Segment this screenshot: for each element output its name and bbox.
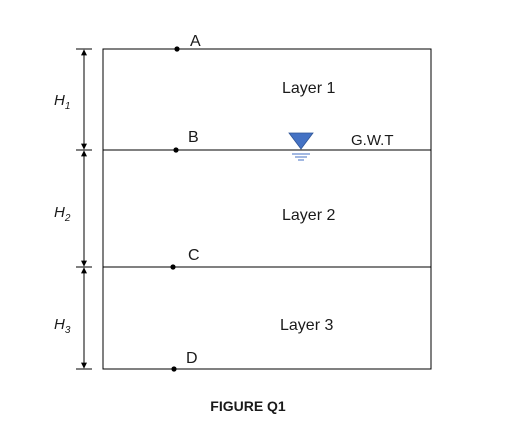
soil-column-box bbox=[102, 48, 432, 370]
point-a-label: A bbox=[190, 33, 201, 50]
water-table-marker-icon bbox=[288, 132, 314, 150]
dimension-h3 bbox=[76, 267, 92, 370]
point-c-label: C bbox=[188, 247, 200, 264]
point-a-dot bbox=[174, 46, 180, 52]
point-d-label: D bbox=[186, 350, 198, 367]
water-table-ripple-lines bbox=[292, 153, 310, 161]
point-b-label: B bbox=[188, 129, 199, 146]
layer-1-label: Layer 1 bbox=[282, 80, 335, 97]
dimension-h1 bbox=[76, 48, 92, 151]
layer-2-label: Layer 2 bbox=[282, 207, 335, 224]
figure-caption: FIGURE Q1 bbox=[210, 398, 286, 414]
layer-3-label: Layer 3 bbox=[280, 317, 333, 334]
point-b-dot bbox=[173, 147, 179, 153]
dimension-h2 bbox=[76, 150, 92, 268]
h1-label: H1 bbox=[54, 92, 70, 112]
water-table-label: G.W.T bbox=[351, 132, 394, 149]
point-d-dot bbox=[171, 366, 177, 372]
h2-label: H2 bbox=[54, 204, 71, 224]
point-c-dot bbox=[170, 264, 176, 270]
h3-label: H3 bbox=[54, 316, 71, 336]
